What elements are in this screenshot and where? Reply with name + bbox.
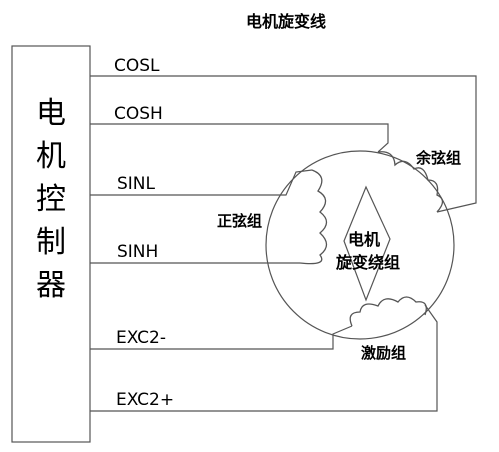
wire-cosl [90,75,477,213]
label-cosine-group: 余弦组 [415,149,461,167]
controller-char-4: 制 [36,225,66,260]
wire-exc-plus [90,304,438,412]
wire-sinl [90,169,313,196]
controller-box [11,45,91,443]
cosine-coil [377,151,444,213]
label-cosl: COSL [114,56,160,76]
wire-cosh [90,123,389,153]
controller-char-3: 控 [36,182,66,217]
label-sinl: SINL [117,174,156,194]
controller-char-5: 器 [36,268,66,303]
label-cosh: COSH [114,104,163,124]
label-excitation-group: 激励组 [361,344,406,362]
label-winding-line1: 电机 [348,230,380,249]
label-winding-line2: 旋变绕组 [335,253,400,272]
label-exc-minus: EXC2- [116,328,166,348]
sine-coil [299,169,328,265]
label-sine-group: 正弦组 [217,212,262,230]
label-sinh: SINH [117,242,158,262]
excitation-coil [349,296,427,327]
controller-char-1: 电 [36,96,66,131]
wire-exc-minus [90,325,353,350]
rotor-diamond [343,185,391,302]
diagram-title: 电机旋变线 [246,12,326,31]
resolver-circle [265,150,455,340]
label-exc-plus: EXC2+ [116,390,174,410]
controller-char-2: 机 [36,139,66,174]
